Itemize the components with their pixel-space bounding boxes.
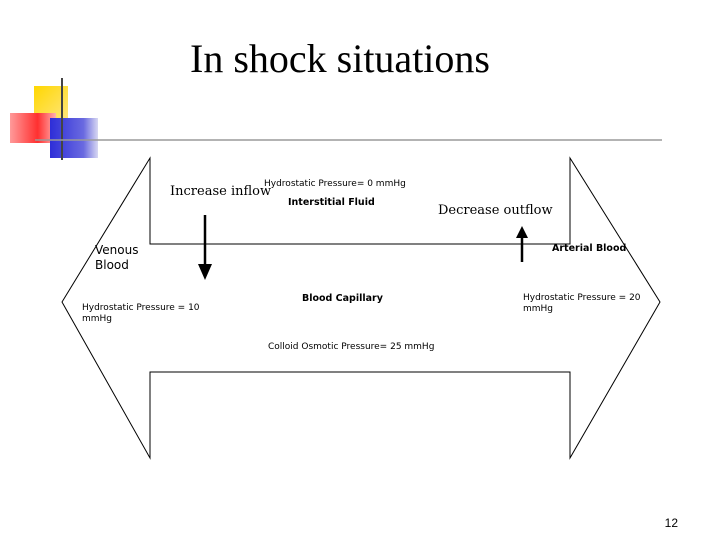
page-number: 12 <box>664 516 678 530</box>
increase-inflow-arrow-head <box>198 264 212 280</box>
deco-blue-square <box>50 118 98 158</box>
interstitial-hydrostatic-pressure-label: Hydrostatic Pressure= 0 mmHg <box>264 179 406 189</box>
venous-blood-label: Venous Blood <box>95 243 138 273</box>
venous-blood-line-1: Venous <box>95 243 139 257</box>
slide-title: In shock situations <box>190 36 490 81</box>
capillary-double-arrow-outline <box>61 156 661 460</box>
increase-inflow-label: Increase inflow <box>170 184 272 199</box>
decrease-outflow-label: Decrease outflow <box>438 203 553 218</box>
arterial-hydrostatic-line-1: Hydrostatic Pressure = 20 <box>523 293 641 303</box>
decrease-outflow-arrow-head <box>516 226 528 238</box>
deco-red-square <box>10 113 56 143</box>
colloid-osmotic-pressure-label: Colloid Osmotic Pressure= 25 mmHg <box>268 342 435 352</box>
blood-capillary-label: Blood Capillary <box>302 293 383 304</box>
venous-hydrostatic-pressure-label: Hydrostatic Pressure = 10 mmHg <box>82 303 200 325</box>
arterial-blood-label: Arterial Blood <box>552 243 627 254</box>
venous-hydrostatic-line-2: mmHg <box>82 314 113 324</box>
venous-blood-line-2: Blood <box>95 258 129 272</box>
arterial-hydrostatic-line-2: mmHg <box>523 304 554 314</box>
interstitial-fluid-label: Interstitial Fluid <box>288 197 375 208</box>
arterial-hydrostatic-pressure-label: Hydrostatic Pressure = 20 mmHg <box>523 293 641 315</box>
decorative-squares <box>10 78 662 160</box>
venous-hydrostatic-line-1: Hydrostatic Pressure = 10 <box>82 303 200 313</box>
